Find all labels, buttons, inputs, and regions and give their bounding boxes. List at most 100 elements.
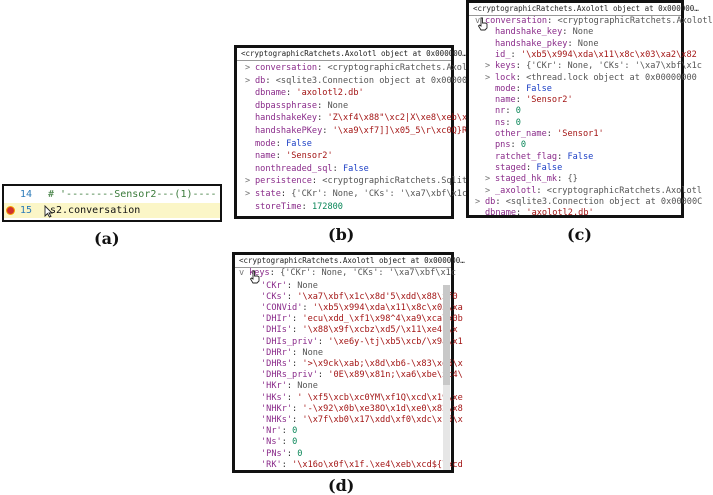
variable-row[interactable]: 'HKr': None (251, 381, 318, 392)
variable-row[interactable]: nonthreaded_sql: False (245, 164, 369, 175)
variable-row[interactable]: 'HKs': ' \xf5\xcb\xc0YM\xf1Q\xcd\x19\xe (251, 393, 463, 404)
variable-row[interactable]: 'CONVid': '\xb5\x994\xda\x11\x8c\x03\xa (251, 303, 463, 314)
separator: : (332, 163, 343, 174)
variable-row[interactable]: other_name: 'Sensor1' (485, 129, 604, 140)
variable-row[interactable]: id_: '\xb5\x994\xda\x11\x8c\x03\xa2\x82 (485, 50, 697, 61)
variable-row[interactable]: name: 'Sensor2' (485, 95, 573, 106)
chevron-right-icon[interactable]: > (245, 75, 251, 86)
caption-b: (b) (328, 225, 355, 244)
variable-row[interactable]: >_axolotl: <cryptographicRatchets.Axolot… (485, 186, 702, 197)
var-name: 'DHIs_priv' (261, 336, 318, 347)
separator: : (516, 208, 527, 219)
separator: : (311, 176, 323, 187)
variable-row[interactable]: dbname: 'axolotl2.db' (475, 208, 594, 219)
variable-row[interactable]: 'DHIs_priv': '\xe6y-\tj\xb5\xcb/\x9a\x1 (251, 337, 463, 348)
variable-row[interactable]: >state: {'CKr': None, 'CKs': '\xa7\xbf\x… (245, 189, 467, 200)
var-name: state (255, 189, 281, 199)
chevron-down-icon[interactable]: v (239, 268, 245, 278)
var-value: None (572, 27, 594, 38)
var-value: '\x16o\x0f\x1f.\xe4\xeb\xcd${\xcd (292, 459, 463, 470)
variable-row[interactable]: nr: 0 (485, 106, 521, 117)
var-value: {'CKr': None, 'CKs': '\xa7\xbf\x1c (526, 61, 702, 72)
variable-row[interactable]: handshakePKey: '\xa9\xf7]]\x05_5\r\xc0Q}… (245, 126, 472, 137)
var-value: '-\x92\x0b\xe38O\x1d\xe0\x82\x8 (302, 403, 463, 414)
variable-row[interactable]: storeTime: 172800 (245, 202, 343, 213)
scrollbar-track[interactable] (443, 385, 450, 470)
chevron-right-icon[interactable]: > (245, 63, 251, 73)
variable-row[interactable]: 'NHKr': '-\x92\x0b\xe38O\x1d\xe0\x82\x8 (251, 404, 463, 415)
chevron-right-icon[interactable]: > (475, 196, 481, 207)
var-name: name (495, 95, 516, 106)
variable-row[interactable]: >persistence: <cryptographicRatchets.Sql… (245, 176, 467, 187)
separator: : (526, 162, 537, 173)
var-name: keys (249, 268, 270, 278)
variable-row[interactable]: handshake_key: None (485, 27, 593, 38)
variable-row[interactable]: 'PNs': 0 (251, 449, 302, 460)
code-expression[interactable]: s2.conversation (50, 205, 141, 216)
variable-row[interactable]: >keys: {'CKr': None, 'CKs': '\xa7\xbf\x1… (485, 61, 702, 72)
var-name: dbname (485, 208, 517, 219)
separator: : (281, 459, 293, 470)
var-value: '\xa7\xbf\x1c\x8d'5\xdd\x88\xf0 (297, 291, 458, 302)
variable-row[interactable]: >conversation: <cryptographicRatchets.Ax… (245, 63, 472, 74)
var-name: 'Nr' (261, 426, 282, 437)
var-value: <cryptographicRatchets.Axolo (327, 63, 473, 73)
chevron-right-icon[interactable]: > (245, 176, 251, 187)
editor-line-14[interactable]: 14 # '--------Sensor2---(1)------' (4, 188, 220, 214)
variable-row[interactable]: 'DHRs': '>\x9ck\xab;\x8d\xb6-\x83\xd5\x (251, 359, 463, 370)
var-value: 'ecu\xdd_\xf1\x98^4\xa9\xca\x0b (302, 314, 463, 325)
var-value: 0 (292, 437, 298, 448)
variable-row[interactable]: 'NHKs': '\x7f\xb0\x17\xdd\xf0\xdc\x15\x (251, 415, 463, 426)
variable-row[interactable]: >db: <sqlite3.Connection object at 0x000… (245, 76, 472, 87)
var-name: 'CKr' (261, 280, 287, 291)
variable-row[interactable]: 'Nr': 0 (251, 426, 297, 437)
variable-row[interactable]: 'RK': '\x16o\x0f\x1f.\xe4\xeb\xcd${\xcd (251, 460, 463, 471)
chevron-right-icon[interactable]: > (485, 61, 491, 72)
scrollbar-thumb[interactable] (443, 285, 450, 385)
variable-row[interactable]: >db: <sqlite3.Connection object at 0x000… (475, 197, 702, 208)
variable-row[interactable]: mode: False (485, 84, 552, 95)
var-name: handshakeKey (255, 113, 318, 124)
separator: : (301, 201, 312, 212)
variable-row[interactable]: dbname: 'axolotl2.db' (245, 88, 364, 99)
variable-row[interactable]: ns: 0 (485, 118, 521, 129)
var-name: pns (495, 140, 511, 151)
variable-row[interactable]: handshakeKey: 'Z\xf4\x88"\xc2|X\xe8\xeb\… (245, 113, 467, 124)
var-value: <sqlite3.Connection object at 0x00000C (505, 196, 703, 207)
separator: : (510, 49, 521, 60)
chevron-right-icon[interactable]: > (485, 174, 491, 185)
separator: : (292, 414, 303, 425)
variable-row[interactable]: mode: False (245, 139, 312, 150)
variable-row[interactable]: >lock: <thread.lock object at 0x00000000 (485, 73, 697, 84)
variable-row[interactable]: 'Ns': 0 (251, 437, 297, 448)
variable-row[interactable]: pns: 0 (485, 140, 526, 151)
editor-line-15[interactable]: 15 s2.conversation (4, 203, 220, 218)
chevron-right-icon[interactable]: > (485, 185, 491, 196)
variable-row[interactable]: 'DHIr': 'ecu\xdd_\xf1\x98^4\xa9\xca\x0b (251, 314, 463, 325)
var-name: mode (495, 83, 516, 94)
breakpoint-icon[interactable] (7, 207, 14, 214)
variable-row[interactable]: 'CKr': None (251, 281, 318, 292)
variable-row[interactable]: ratchet_flag: False (485, 152, 593, 163)
separator: : (292, 358, 303, 369)
variable-row[interactable]: dbpassphrase: None (245, 101, 348, 112)
separator: : (317, 113, 328, 124)
variable-row[interactable]: handshake_pkey: None (485, 39, 599, 50)
variable-row[interactable]: 'CKs': '\xa7\xbf\x1c\x8d'5\xdd\x88\xf0 (251, 292, 458, 303)
variable-row[interactable]: >staged_hk_mk: {} (485, 174, 578, 185)
variable-row[interactable]: 'DHIs': '\x88\x9f\xcbz\xd5/\x11\xe4(\x (251, 325, 458, 336)
var-value: 0 (292, 426, 298, 437)
var-value: <cryptographicRatchets.Axolotl (557, 16, 713, 26)
variable-row[interactable]: 'DHRr': None (251, 348, 323, 359)
separator: : (292, 347, 303, 358)
var-value: 'Sensor2' (286, 151, 333, 162)
variable-row[interactable]: name: 'Sensor2' (245, 151, 333, 162)
chevron-right-icon[interactable]: > (485, 72, 491, 83)
variable-row[interactable]: 'DHRs_priv': '0E\x89\x81n;\xa6\xbe\xc4\ (251, 370, 463, 381)
chevron-down-icon[interactable]: v (475, 16, 481, 26)
variable-row[interactable]: staged: False (485, 163, 562, 174)
chevron-right-icon[interactable]: > (245, 189, 251, 199)
var-name: storeTime (255, 201, 302, 212)
